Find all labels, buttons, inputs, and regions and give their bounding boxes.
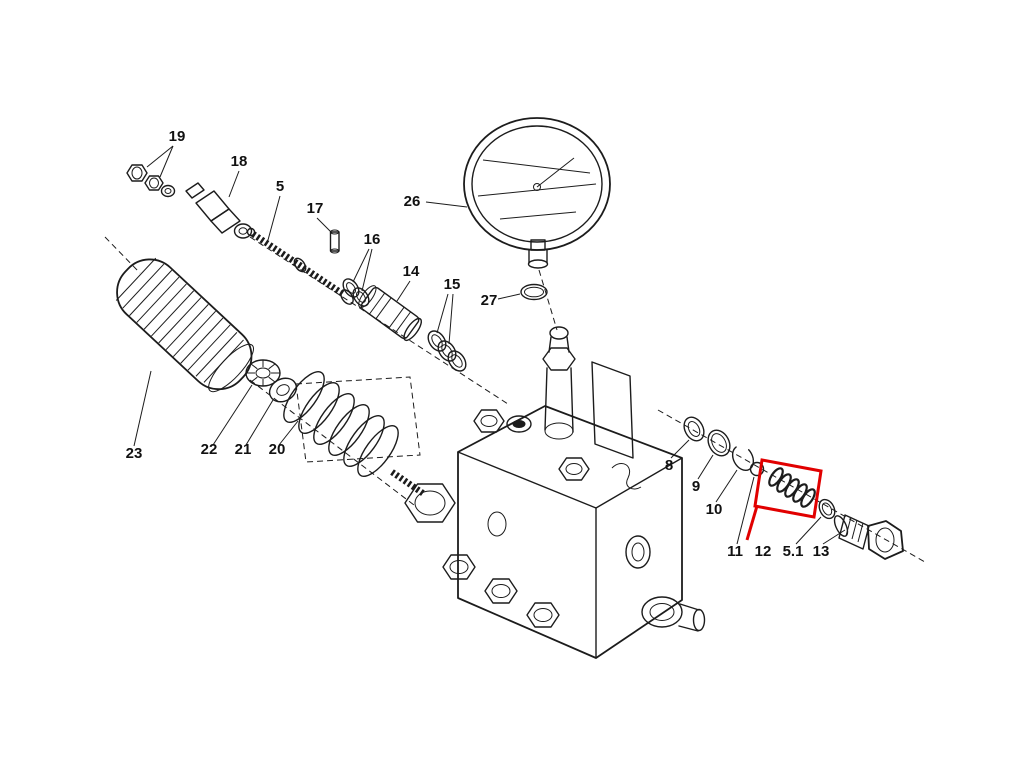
- part-label-26[interactable]: 26: [404, 193, 421, 210]
- part-label-20[interactable]: 20: [269, 441, 286, 458]
- part-labels: 19 18 5 17 16 14 15 26 27 8 9 10 11 12 5…: [126, 128, 830, 560]
- left-face-boss: [487, 511, 507, 537]
- part-27-o-ring[interactable]: [520, 283, 548, 301]
- left-hex-fitting: [390, 469, 456, 523]
- part-label-9[interactable]: 9: [692, 478, 700, 495]
- part-9-ring[interactable]: [704, 426, 734, 459]
- part-15-rings[interactable]: [425, 328, 470, 375]
- part-label-8[interactable]: 8: [665, 457, 673, 474]
- part-label-18[interactable]: 18: [231, 153, 248, 170]
- part-label-27[interactable]: 27: [481, 292, 498, 309]
- gauge-port-tower: [542, 326, 576, 440]
- part-11-ball[interactable]: [749, 461, 765, 477]
- part-label-22[interactable]: 22: [201, 441, 218, 458]
- right-face-ports: [625, 535, 706, 632]
- part-label-15[interactable]: 15: [444, 276, 461, 293]
- part-label-14[interactable]: 14: [403, 263, 420, 280]
- part-5-spring-rod[interactable]: [246, 227, 356, 307]
- part-label-11[interactable]: 11: [727, 543, 743, 560]
- part-19-nuts[interactable]: [126, 164, 176, 198]
- part-5-1-o-ring[interactable]: [816, 497, 838, 521]
- part-12-highlight[interactable]: [745, 458, 823, 541]
- part-12-spring[interactable]: [767, 466, 818, 509]
- part-label-23[interactable]: 23: [126, 445, 143, 462]
- part-label-12[interactable]: 12: [755, 543, 772, 560]
- part-10-retaining-ring[interactable]: [729, 442, 758, 474]
- bottom-hex-plugs: [442, 554, 560, 628]
- part-23-sleeve[interactable]: [105, 247, 264, 402]
- part-20-spring[interactable]: [277, 366, 406, 483]
- part-label-17[interactable]: 17: [307, 200, 324, 217]
- part-8-washer[interactable]: [680, 414, 708, 445]
- fin-plate: [591, 361, 634, 459]
- part-label-16[interactable]: 16: [364, 231, 381, 248]
- part-26-pressure-gauge[interactable]: [463, 117, 611, 269]
- part-label-21[interactable]: 21: [235, 441, 252, 458]
- part-label-19[interactable]: 19: [169, 128, 186, 145]
- part-label-10[interactable]: 10: [706, 501, 723, 518]
- part-label-5[interactable]: 5: [276, 178, 284, 195]
- part-17-pin[interactable]: [329, 229, 340, 254]
- wire-squiggle: [611, 463, 642, 490]
- top-face-plugs: [473, 409, 590, 481]
- part-13-plug[interactable]: [832, 514, 904, 560]
- part-18-sensor[interactable]: [185, 182, 253, 239]
- part-label-5-1[interactable]: 5.1: [783, 543, 804, 560]
- valve-body[interactable]: [390, 326, 706, 659]
- part-label-13[interactable]: 13: [813, 543, 830, 560]
- part-14-spool[interactable]: [356, 283, 425, 343]
- part-22-washer[interactable]: [245, 359, 281, 387]
- leader-lines: [133, 145, 846, 545]
